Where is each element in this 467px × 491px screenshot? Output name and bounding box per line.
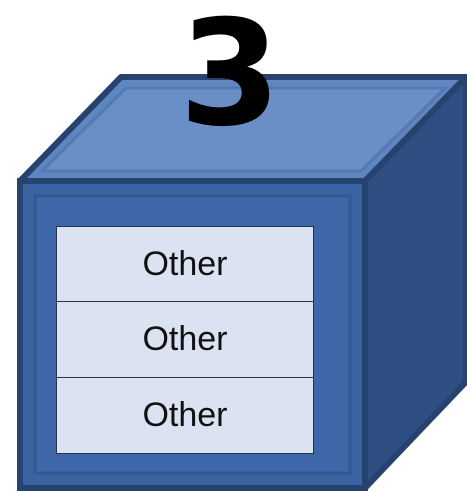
cube-top-bevel <box>38 86 449 173</box>
slot-label: Other <box>142 396 228 434</box>
slot-label: Other <box>142 244 228 283</box>
slot-item: Other <box>56 226 314 302</box>
slot-item: Other <box>56 301 314 378</box>
slot-label: Other <box>142 320 228 358</box>
cube-number-label: 3 <box>179 0 281 159</box>
slot-item: Other <box>56 377 314 454</box>
